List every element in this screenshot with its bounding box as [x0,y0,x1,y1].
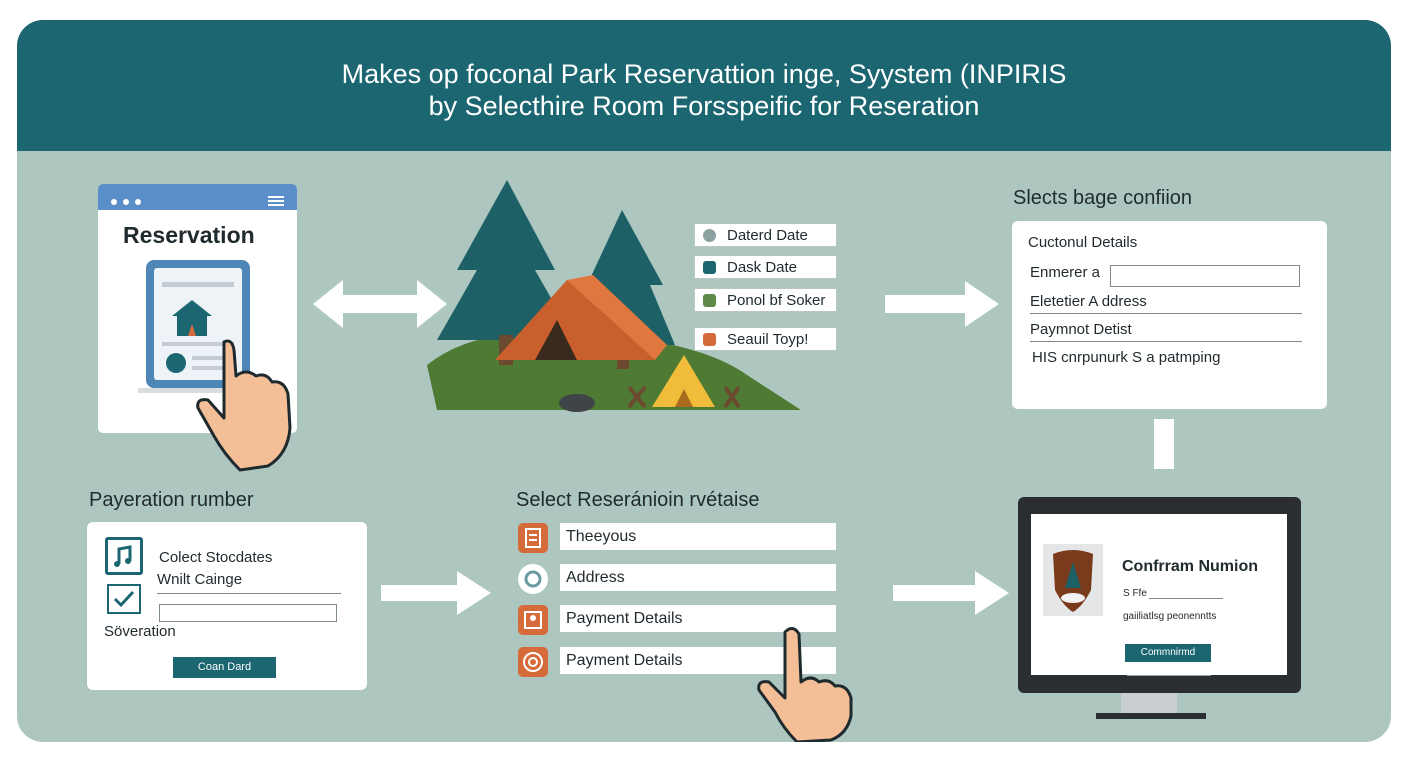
calendar-icon [703,261,716,274]
clock-icon [703,229,716,242]
tablet-illustration [138,260,292,472]
reservation-label: Reservation [123,222,255,248]
monitor-screen: Confrram Numion S Ffe gaiiliatlsg peonen… [1031,514,1287,676]
campsite-illustration [427,180,801,412]
date-option-2[interactable]: Dask Date [694,255,837,279]
monitor-stand [1121,693,1177,713]
monitor-line2: gaiiliatlsg peonenntts [1123,611,1217,622]
target-icon [518,647,548,677]
monitor-footer-rule [1127,675,1211,676]
list-item-3[interactable]: Payment Details [560,605,836,632]
customer-details-form: Cuctonul Details Enmerer a Eletetier A d… [1012,221,1327,409]
arrow-right-3 [893,571,1009,615]
date-option-1[interactable]: Daterd Date [694,223,837,247]
monitor-button[interactable]: Commnirmd [1125,644,1211,662]
confirm-heading: Slects bage confiion [1013,187,1193,209]
name-input[interactable] [1110,265,1300,287]
payment-underline [1030,341,1302,342]
pointing-hand-icon [757,627,853,742]
list-item-2[interactable]: Address [560,564,836,591]
header-banner: Makes op foconal Park Reservattion inge,… [17,20,1391,151]
edit-icon [703,294,716,307]
field-label-name: Enmerer a [1030,264,1101,281]
monitor-line1: S Ffe [1123,588,1147,599]
page-title-line1: Makes op foconal Park Reservattion inge,… [341,59,1067,89]
date-option-4[interactable]: Seauil Toyp! [694,327,837,351]
field-label-address: Eletetier A ddress [1030,293,1147,310]
park-badge-icon [1043,544,1103,616]
field-label-camping: HIS cnrpunurk S a patmping [1032,349,1221,366]
reservation-window: Reservation [98,184,297,472]
tag-icon [703,333,716,346]
payment-underline [157,593,341,594]
checkbox-icon[interactable] [107,584,141,614]
diagram-frame: Makes op foconal Park Reservattion inge,… [17,20,1391,742]
double-arrow [313,280,447,328]
address-underline [1030,313,1302,314]
field-label-payment: Paymnot Detist [1030,321,1132,338]
monitor-title: Confrram Numion [1122,558,1258,575]
id-card-icon [518,605,548,635]
date-option-label: Seauil Toyp! [727,331,809,348]
menu-icon [268,193,284,206]
date-option-3[interactable]: Ponol bf Soker [694,288,837,312]
payment-line2: Wnilt Cainge [157,571,243,588]
monitor-base [1096,713,1206,719]
date-option-label: Ponol bf Soker [727,292,826,309]
monitor-underline [1149,598,1223,599]
location-icon [518,564,548,594]
payment-button[interactable]: Coan Dard [173,657,276,678]
arrow-right-1 [885,281,999,327]
document-icon [518,523,548,553]
arrow-right-2 [381,571,491,615]
payment-label: Söveration [104,623,176,640]
payment-line1: Colect Stocdates [159,549,273,566]
payment-card: Colect Stocdates Wnilt Cainge Söveration… [87,522,367,690]
date-option-label: Dask Date [727,259,798,276]
window-dots-icon [110,193,150,205]
vertical-connector [1154,419,1174,469]
music-note-icon [105,537,143,575]
form-subtitle: Cuctonul Details [1028,234,1138,251]
monitor: Confrram Numion S Ffe gaiiliatlsg peonen… [1018,497,1301,719]
date-option-label: Daterd Date [727,227,808,244]
payment-input[interactable] [159,604,337,622]
payment-heading: Payeration rumber [89,489,254,511]
window-titlebar [98,184,297,210]
page-title-line2: by Selecthire Room Forsspeific for Reser… [428,91,980,121]
select-heading: Select Reseránioin rvétaise [516,489,760,511]
list-item-1[interactable]: Theeyous [560,523,836,550]
